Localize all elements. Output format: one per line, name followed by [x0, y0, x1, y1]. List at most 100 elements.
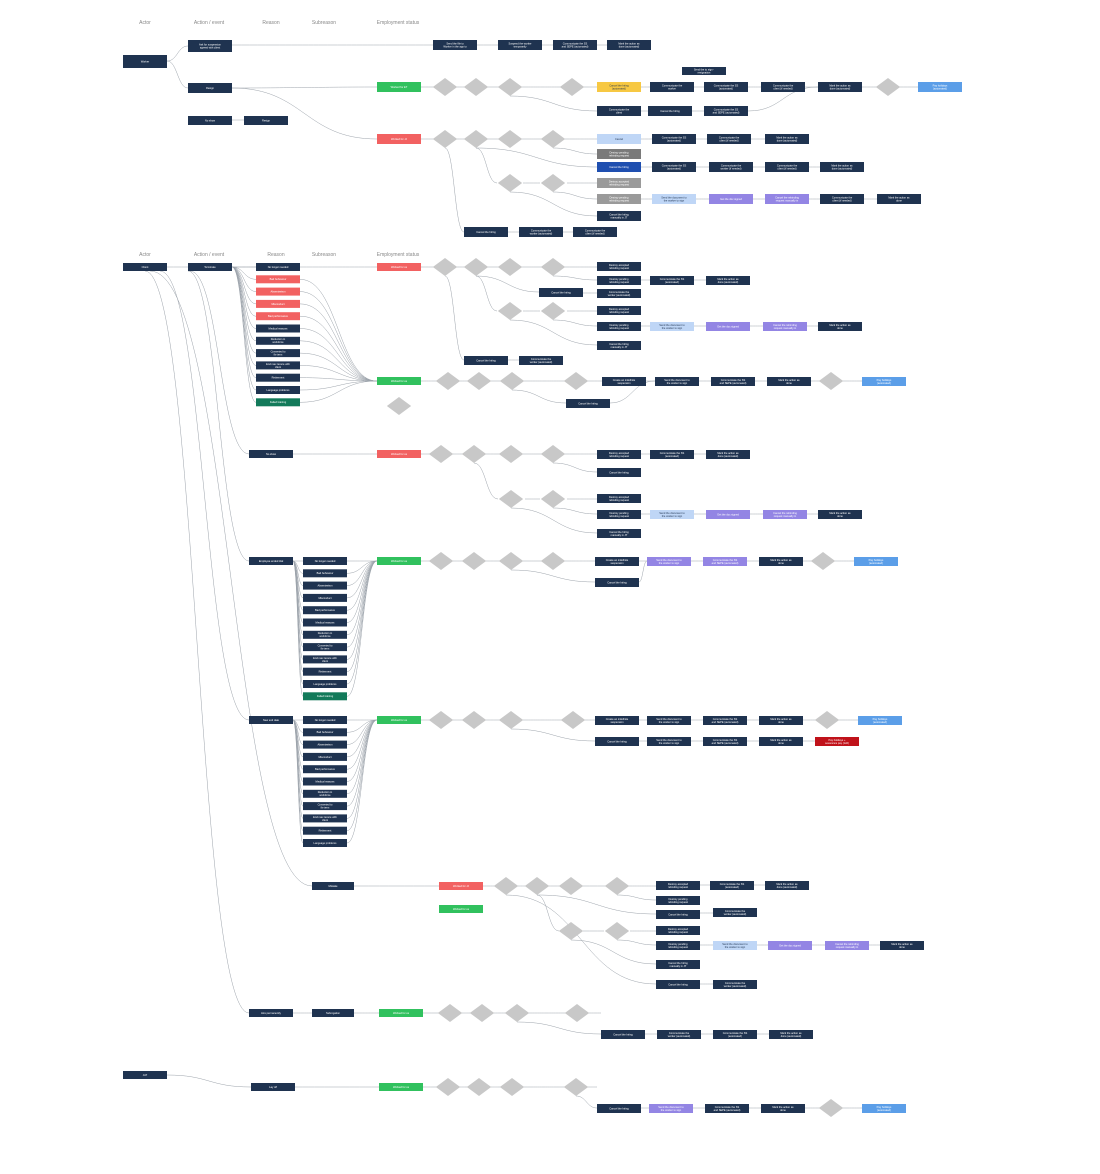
connector	[536, 894, 657, 915]
node-label: Medical reasons	[269, 326, 289, 330]
node-c-employee-ended: Employee ended trial	[249, 557, 293, 565]
node-label: Terminate	[204, 265, 216, 269]
connector	[144, 270, 250, 1014]
connector	[299, 365, 378, 382]
node-w-cancel-hiring-blue: Cancel the hiring	[597, 162, 641, 172]
decision-diamond	[540, 552, 566, 570]
header-status-2: Employment status	[377, 252, 420, 258]
node-w-worked-ett: Worked for ET	[377, 82, 421, 92]
node-label: Get the doc signed	[720, 197, 742, 201]
node-label: Absenteeism	[318, 584, 333, 588]
connector	[189, 270, 250, 455]
node-label: Misconduct	[318, 755, 331, 759]
node-label: Worked for us	[393, 1085, 410, 1089]
header-status: Employment status	[377, 20, 420, 26]
node-label: Hire permanently	[261, 1011, 281, 1015]
decision-diamond	[461, 552, 487, 570]
connector	[299, 340, 378, 382]
decision-diamond	[498, 490, 524, 508]
connector	[231, 266, 257, 354]
node-label: JAT	[143, 1073, 148, 1077]
node-label: Employee ended trial	[259, 559, 284, 563]
node-j-layoff: Lay off	[251, 1083, 295, 1091]
node-label: Worked for us	[391, 379, 408, 383]
connector	[187, 270, 250, 562]
node-label: Language problems	[314, 841, 338, 845]
connector	[475, 147, 598, 168]
decision-diamond	[461, 445, 487, 463]
connector	[552, 319, 598, 327]
node-r-bad-perf-t: Bad performance	[256, 312, 300, 321]
decision-diamond	[497, 78, 523, 96]
node-c-hire-perm: Hire permanently	[249, 1009, 293, 1017]
connector	[299, 315, 378, 382]
connector	[292, 560, 304, 660]
connector	[299, 291, 378, 382]
node-label: Worker	[141, 59, 149, 63]
connector	[166, 60, 189, 89]
connector	[473, 462, 499, 500]
decision-diamond	[604, 922, 630, 940]
node-p-comm-ss: Communicate the SS(automated)	[713, 1030, 757, 1039]
connector	[292, 719, 304, 844]
node-label: Get the doc signed	[717, 512, 739, 516]
connector	[444, 275, 465, 361]
node-label: No longer needed	[268, 265, 289, 269]
node-label: Cancel	[615, 137, 623, 141]
node-label: Cancel the hiring	[668, 982, 688, 986]
node-t-worked-for-us2: Worked for us	[377, 377, 421, 385]
connector	[509, 191, 598, 217]
connector	[346, 719, 378, 844]
node-c-mistake: Mistake	[312, 882, 354, 890]
node-r-language-t: Language problems	[256, 386, 300, 394]
node-w-cancel-auto: Cancel	[597, 134, 641, 144]
connector	[552, 191, 598, 200]
node-label: Bad performance	[315, 608, 335, 612]
